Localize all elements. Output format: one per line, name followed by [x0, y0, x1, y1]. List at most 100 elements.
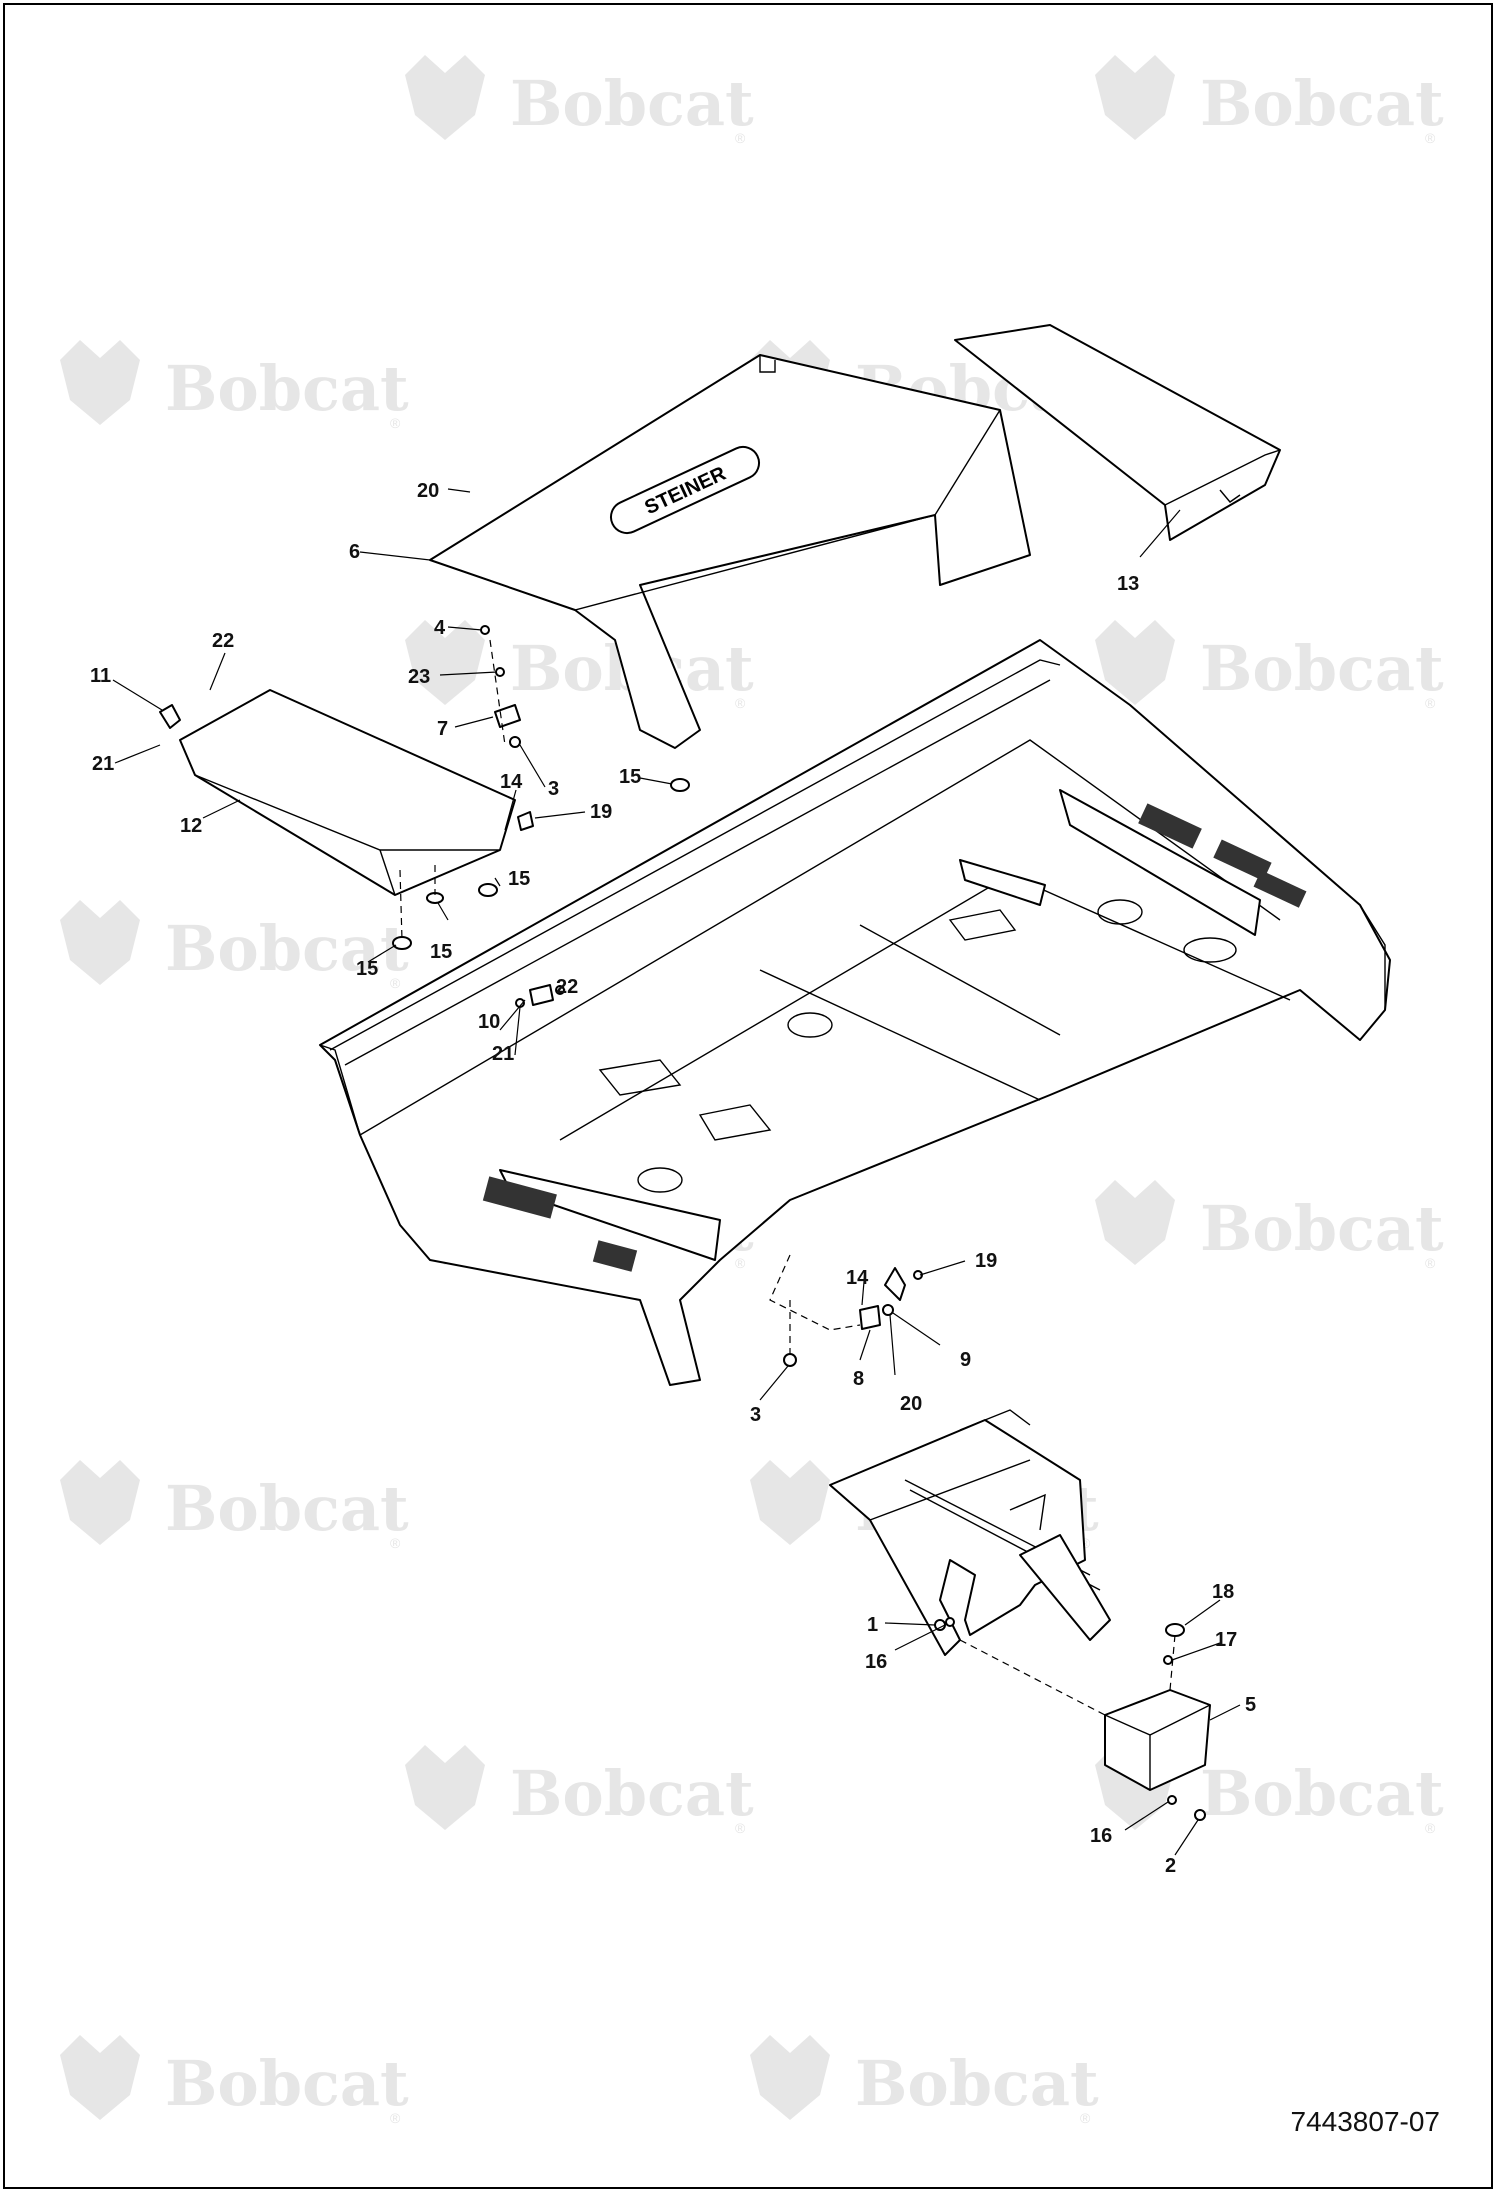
watermark-text: Bobcat	[1200, 1757, 1444, 1830]
bobcat-logo-icon	[750, 1460, 830, 1545]
bobcat-logo-icon	[1095, 1180, 1175, 1265]
registered-mark: ®	[390, 415, 401, 431]
part-5-belt-shield	[959, 1623, 1211, 1821]
callout-21: 21	[92, 753, 114, 775]
main-deck-frame	[319, 639, 1391, 1386]
callout-9: 9	[960, 1349, 971, 1371]
watermark-text: Bobcat	[165, 912, 409, 985]
registered-mark: ®	[735, 695, 746, 711]
callout-22: 22	[212, 630, 234, 652]
callout-22: 22	[556, 976, 578, 998]
bobcat-logo-icon	[405, 1745, 485, 1830]
watermark: Bobcat ®	[60, 1460, 409, 1551]
callout-23: 23	[408, 666, 430, 688]
registered-mark: ®	[390, 2110, 401, 2126]
watermark-text: Bobcat	[165, 1472, 409, 1545]
watermark: Bobcat ®	[60, 900, 409, 991]
hardware-center	[515, 984, 923, 1367]
callout-14: 14	[500, 771, 523, 793]
callout-15: 15	[619, 766, 641, 788]
bobcat-logo-icon	[405, 55, 485, 140]
callout-4: 4	[434, 617, 446, 639]
part-6-hood: STEINER	[429, 354, 1031, 749]
callout-16: 16	[865, 1651, 887, 1673]
bobcat-logo-icon	[60, 1460, 140, 1545]
bobcat-logo-icon	[1095, 620, 1175, 705]
watermark-text: Bobcat	[855, 2047, 1099, 2120]
callout-19: 19	[590, 801, 612, 823]
part-13-rear-cover	[954, 324, 1281, 541]
callout-11: 11	[90, 665, 111, 687]
warning-decal	[1213, 839, 1272, 881]
registered-mark: ®	[1080, 2110, 1091, 2126]
callout-3: 3	[750, 1404, 761, 1426]
part-9-lever	[884, 1267, 906, 1301]
callout-21: 21	[492, 1043, 514, 1065]
callout-17: 17	[1215, 1629, 1237, 1651]
callout-12: 12	[180, 815, 202, 837]
callout-20: 20	[900, 1393, 922, 1415]
callout-10: 10	[478, 1011, 500, 1033]
callout-16: 16	[1090, 1825, 1112, 1847]
watermark: Bobcat ®	[1095, 620, 1444, 711]
callout-2: 2	[1165, 1855, 1176, 1877]
registered-mark: ®	[735, 1820, 746, 1836]
hardware-left	[392, 625, 690, 950]
warning-decal	[1253, 870, 1307, 908]
watermark: Bobcat ®	[60, 340, 409, 431]
leader-lines	[112, 488, 1241, 1856]
watermark-text: Bobcat	[1200, 632, 1444, 705]
registered-mark: ®	[1425, 130, 1436, 146]
callout-14: 14	[846, 1267, 869, 1289]
callout-18: 18	[1212, 1581, 1234, 1603]
watermark-text: Bobcat	[1200, 1192, 1444, 1265]
watermark: Bobcat ®	[1095, 55, 1444, 146]
watermark-text: Bobcat	[1200, 67, 1444, 140]
callout-7: 7	[437, 718, 448, 740]
callout-1: 1	[867, 1614, 878, 1636]
callout-8: 8	[853, 1368, 864, 1390]
warning-decal	[1138, 803, 1202, 849]
watermark-text: Bobcat	[165, 352, 409, 425]
callout-5: 5	[1245, 1694, 1256, 1716]
bobcat-logo-icon	[60, 900, 140, 985]
callout-15: 15	[508, 868, 530, 890]
part-18-knob	[1165, 1623, 1185, 1637]
registered-mark: ®	[1425, 695, 1436, 711]
registered-mark: ®	[735, 1255, 746, 1271]
warning-decal	[592, 1240, 638, 1272]
watermark-text: Bobcat	[510, 1757, 754, 1830]
callout-15: 15	[430, 941, 452, 963]
registered-mark: ®	[1080, 1535, 1091, 1551]
part-7-bracket	[494, 704, 521, 728]
callouts: 20 6 13 4 22 11 23 7 21 3 14 15 12 19 15…	[90, 480, 1256, 1877]
callout-13: 13	[1117, 573, 1139, 595]
bobcat-logo-icon	[750, 2035, 830, 2120]
callout-19: 19	[975, 1250, 997, 1272]
warning-decal	[482, 1176, 557, 1219]
watermark-text: Bobcat	[165, 2047, 409, 2120]
registered-mark: ®	[390, 1535, 401, 1551]
watermark: Bobcat ®	[405, 55, 754, 146]
callout-15: 15	[356, 958, 378, 980]
bobcat-logo-icon	[405, 620, 485, 705]
watermark: Bobcat ®	[60, 2035, 409, 2126]
callout-20: 20	[417, 480, 439, 502]
bobcat-logo-icon	[60, 340, 140, 425]
watermark-text: Bobcat	[510, 67, 754, 140]
drive-assembly	[829, 1409, 1111, 1656]
part-12-side-cover	[159, 689, 516, 896]
bobcat-logo-icon	[1095, 55, 1175, 140]
registered-mark: ®	[1425, 1255, 1436, 1271]
part-8-switch	[859, 1305, 881, 1330]
watermark: Bobcat ®	[405, 1745, 754, 1836]
callout-6: 6	[349, 541, 360, 563]
registered-mark: ®	[735, 130, 746, 146]
bobcat-logo-icon	[60, 2035, 140, 2120]
watermark: Bobcat ®	[405, 620, 754, 711]
drawing-number: 7443807-07	[1290, 2106, 1440, 2137]
registered-mark: ®	[1425, 1820, 1436, 1836]
part-10-bracket	[529, 984, 554, 1006]
callout-3: 3	[548, 778, 559, 800]
